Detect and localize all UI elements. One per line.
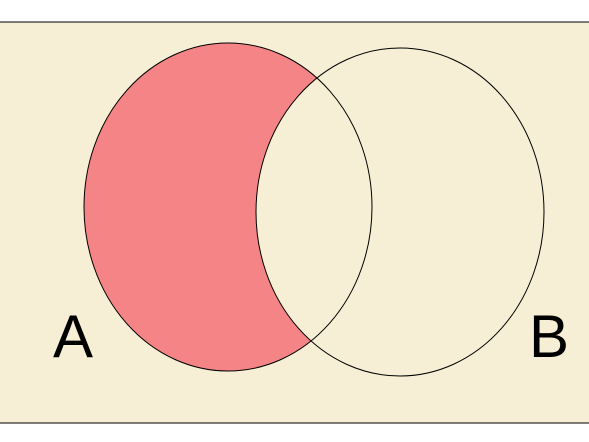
set-a-circle bbox=[83, 42, 373, 372]
set-a-label: A bbox=[53, 303, 93, 370]
set-b-circle bbox=[255, 47, 545, 377]
set-b-label: B bbox=[529, 303, 569, 370]
